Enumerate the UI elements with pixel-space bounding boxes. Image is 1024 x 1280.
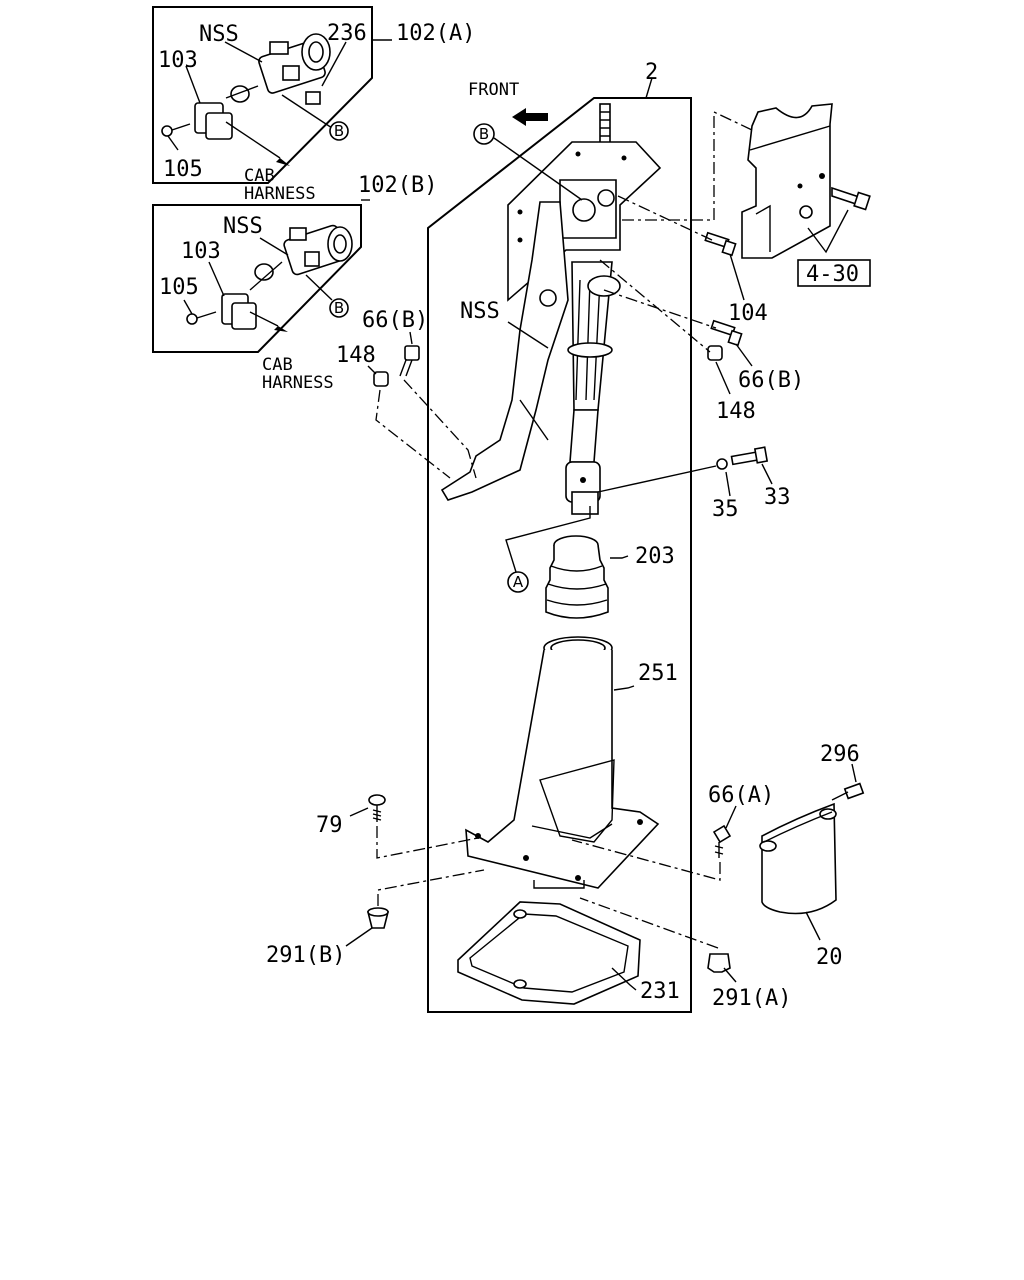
- ref-b-3: B: [479, 125, 489, 143]
- label-148-right: 148: [716, 399, 756, 424]
- nss-switch-b: [283, 224, 353, 276]
- label-nss-main: NSS: [460, 299, 500, 324]
- ref-b-1: B: [334, 122, 344, 140]
- ref-b-2: B: [334, 299, 344, 317]
- label-203: 203: [635, 544, 675, 569]
- label-33: 33: [764, 485, 791, 510]
- inset-102a: B NSS 236 102(A) 103 105 CAB HARNESS: [152, 6, 475, 204]
- label-291b: 291(B): [266, 943, 345, 968]
- shift-stalk: [440, 103, 662, 515]
- label-nss-a: NSS: [199, 22, 239, 47]
- label-66a: 66(A): [708, 783, 774, 808]
- label-251: 251: [638, 661, 678, 686]
- label-231: 231: [640, 979, 680, 1004]
- label-20: 20: [816, 945, 843, 970]
- label-103-a: 103: [158, 48, 198, 73]
- main-frame: 2 FRONT: [427, 60, 692, 1013]
- label-nss-b: NSS: [223, 214, 263, 239]
- boot-203: 203: [545, 535, 675, 619]
- front-arrow-icon: [512, 108, 548, 126]
- ref-b-circle-1: [329, 121, 349, 141]
- label-296: 296: [820, 742, 860, 767]
- label-front: FRONT: [468, 80, 519, 100]
- label-harness-a: HARNESS: [244, 184, 316, 204]
- label-148-left: 148: [336, 343, 376, 368]
- label-236: 236: [327, 21, 367, 46]
- label-4-30: 4-30: [806, 262, 859, 287]
- ref-a-1: A: [513, 573, 524, 591]
- label-105-a: 105: [163, 157, 203, 182]
- box-4-30: [797, 259, 871, 287]
- label-102b: 102(B): [358, 173, 437, 198]
- label-79: 79: [316, 813, 343, 838]
- gasket-231: 231: [457, 901, 680, 1005]
- label-35: 35: [712, 497, 739, 522]
- label-cab-a: CAB: [244, 166, 275, 186]
- fasteners-right: 104 66(B) 148 35 33: [597, 195, 804, 522]
- label-66b-left: 66(B): [362, 308, 428, 333]
- shield-20: 20 296: [759, 742, 865, 970]
- nss-switch-a: [258, 33, 331, 105]
- inset-102b: B 102(B) NSS 103 105 CAB HARNESS: [152, 173, 437, 393]
- label-66b-right: 66(B): [738, 368, 804, 393]
- label-291a: 291(A): [712, 986, 791, 1011]
- label-103-b: 103: [181, 239, 221, 264]
- label-2: 2: [645, 60, 658, 85]
- label-cab-b: CAB: [262, 355, 293, 375]
- connector-103-b: [221, 261, 283, 330]
- screw-105-a: [161, 123, 191, 137]
- screw-105-b: [186, 311, 217, 325]
- connector-103-a: [194, 85, 259, 140]
- label-104: 104: [728, 301, 768, 326]
- fasteners-bottom-right: 66(A) 291(A): [533, 783, 791, 1011]
- label-102a: 102(A): [396, 21, 475, 46]
- fasteners-bottom-left: 79 291(B): [266, 794, 485, 968]
- label-105-b: 105: [159, 275, 199, 300]
- ref-b-circle-2: [329, 298, 349, 318]
- refs-main: B A: [473, 123, 591, 593]
- label-harness-b: HARNESS: [262, 373, 334, 393]
- fasteners-left: 66(B) 148 NSS: [336, 299, 549, 479]
- panel-4-30: 4-30: [622, 103, 871, 287]
- cover-251: 251: [465, 636, 678, 889]
